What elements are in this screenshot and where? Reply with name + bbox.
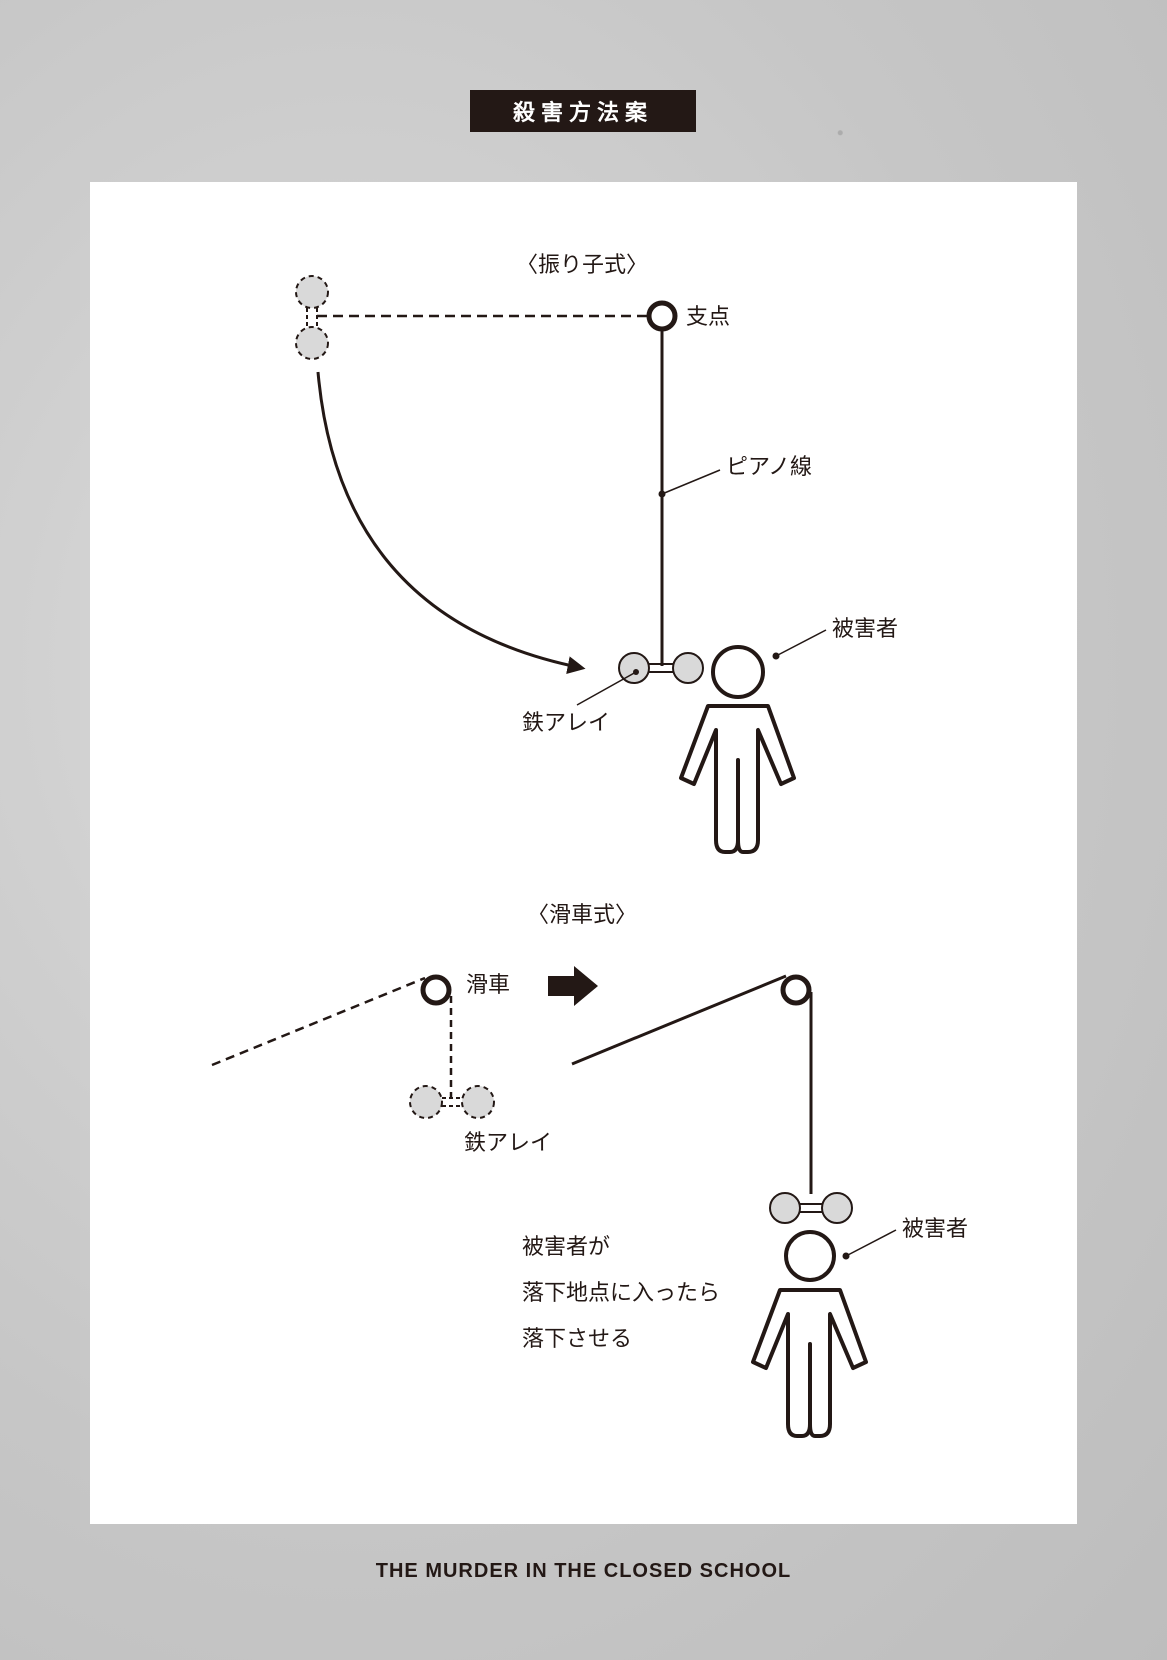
pulley-heading: 〈滑車式〉 [527,903,637,928]
pivot-point [646,300,678,332]
rope-after [571,974,787,1066]
footer-title: THE MURDER IN THE CLOSED SCHOOL [375,1560,792,1582]
dumbbell-leader [576,671,637,706]
note-line-3: 落下させる [522,1327,632,1352]
page-title: 殺害方法案 [470,90,696,132]
pulley-before [420,974,452,1006]
pivot-label: 支点 [686,305,730,330]
dumbbell-after [769,1192,853,1224]
dumbbell-impact-position [618,652,704,684]
pulley-label: 滑車 [466,973,510,998]
dumbbell-before [409,1085,495,1119]
piano-wire-label: ピアノ線 [726,455,812,480]
victim-label-pendulum: 被害者 [832,617,898,642]
victim-figure-pendulum [679,645,796,854]
pendulum-heading: 〈振り子式〉 [516,253,648,278]
victim-figure-pulley [751,1230,868,1438]
diagram-paper [90,182,1077,1524]
victim-leader-pulley [845,1229,897,1257]
dumbbell-label-pulley: 鉄アレイ [464,1131,552,1156]
dashed-rope-before [211,976,426,1067]
dumbbell-start-position [295,275,329,360]
transition-arrow [548,966,598,1006]
victim-leader-pendulum [775,629,827,657]
swing-arc-arrow [316,371,586,675]
note-line-1: 被害者が [522,1235,610,1260]
note-line-2: 落下地点に入ったら [522,1281,720,1306]
piano-wire-leader [661,469,721,495]
victim-label-pulley: 被害者 [902,1217,968,1242]
pulley-after [780,974,812,1006]
dumbbell-label-pendulum: 鉄アレイ [522,711,610,736]
